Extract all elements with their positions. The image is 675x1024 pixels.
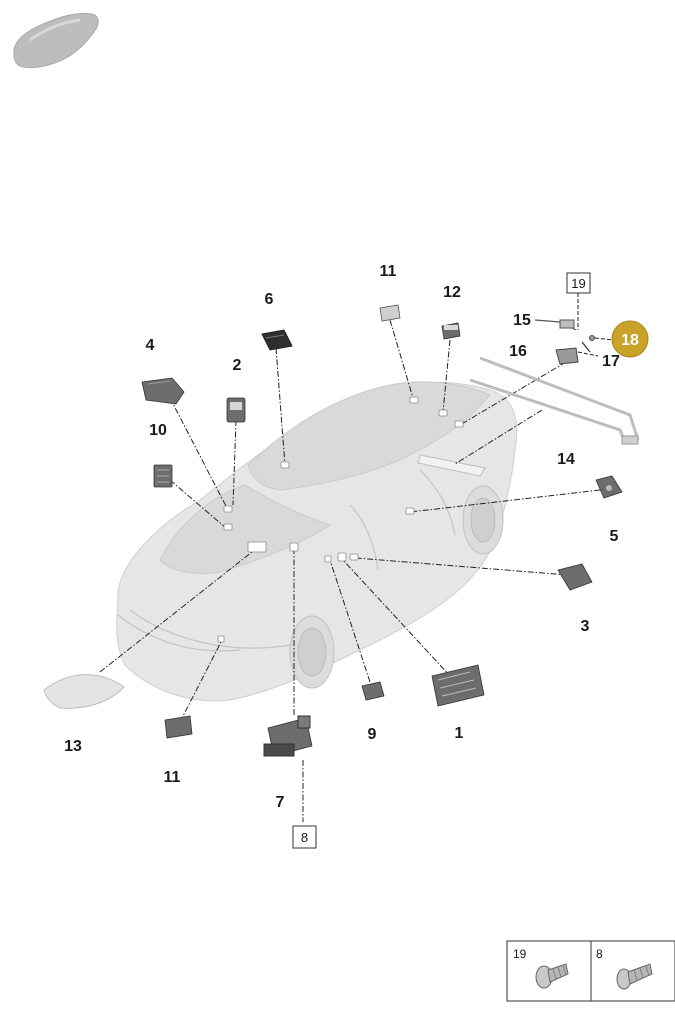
part-16-bracket[interactable] [555, 347, 579, 365]
callout-17[interactable]: 17 [602, 353, 620, 370]
part-10-switch-block[interactable] [153, 464, 173, 488]
box-ref-8-label: 8 [301, 830, 308, 845]
fastener-legend: 19 8 [506, 940, 675, 1002]
callout-2[interactable]: 2 [233, 357, 242, 374]
car-thumbnail-icon[interactable] [13, 13, 99, 69]
callout-15[interactable]: 15 [513, 312, 531, 329]
callout-11-top[interactable]: 11 [380, 263, 397, 280]
callout-6[interactable]: 6 [265, 291, 274, 308]
callout-14[interactable]: 14 [557, 451, 575, 468]
part-9-connector[interactable] [361, 681, 385, 701]
part-1-switch-panel[interactable] [431, 664, 485, 707]
callout-4[interactable]: 4 [146, 337, 155, 354]
callout-18[interactable]: 18 [621, 332, 639, 349]
callout-12[interactable]: 12 [443, 284, 461, 301]
screw-19-icon [535, 963, 569, 989]
legend-label-8: 8 [596, 947, 603, 961]
mount-points [217, 396, 464, 643]
part-14-cable[interactable] [469, 356, 640, 445]
part-18-screw[interactable] [589, 335, 615, 341]
box-ref-19[interactable]: 19 [566, 272, 591, 330]
part-2-switch[interactable] [226, 397, 246, 423]
callout-16[interactable]: 16 [509, 343, 527, 360]
callout-3[interactable]: 3 [581, 618, 590, 635]
part-17-screw[interactable] [577, 341, 599, 357]
part-12-sensor[interactable] [441, 322, 461, 340]
callout-9[interactable]: 9 [368, 726, 377, 743]
part-11-lower-sensor[interactable] [164, 715, 193, 739]
callout-10[interactable]: 10 [149, 422, 167, 439]
part-3-module[interactable] [557, 563, 593, 591]
legend-label-19: 19 [513, 947, 527, 961]
callout-1[interactable]: 1 [455, 725, 464, 742]
vehicle-body [116, 381, 518, 702]
box-ref-19-label: 19 [571, 276, 585, 291]
part-15-clip[interactable] [534, 319, 577, 331]
callout-11-bottom[interactable]: 11 [164, 769, 181, 786]
callout-7[interactable]: 7 [276, 794, 285, 811]
box-ref-8[interactable]: 8 [292, 825, 317, 849]
callout-13[interactable]: 13 [64, 738, 82, 755]
part-11-upper-sensor[interactable] [379, 304, 401, 322]
part-13-panel[interactable] [43, 674, 125, 709]
screw-8-icon [616, 963, 653, 990]
callout-5[interactable]: 5 [610, 528, 619, 545]
part-6-sensor[interactable] [261, 329, 293, 351]
callout-18-highlight[interactable]: 18 [611, 320, 649, 358]
part-4-control-unit[interactable] [141, 377, 185, 405]
part-7-bracket-unit[interactable] [263, 715, 313, 757]
part-5-module[interactable] [595, 475, 623, 499]
